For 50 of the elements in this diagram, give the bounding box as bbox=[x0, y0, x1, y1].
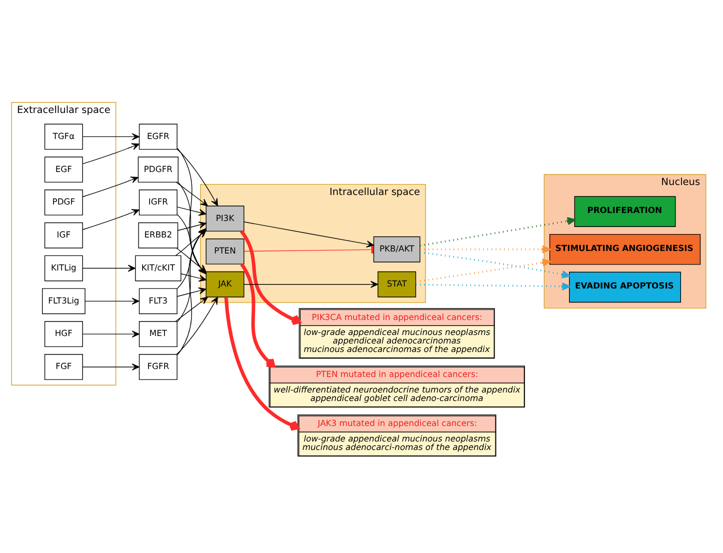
node-box: FGFR bbox=[138, 354, 178, 380]
arrow bbox=[176, 296, 218, 355]
node-box: TGFα bbox=[44, 124, 83, 150]
node-box: IGF bbox=[44, 222, 83, 248]
arrow bbox=[82, 209, 140, 230]
node-box: MET bbox=[138, 321, 178, 348]
arrow bbox=[240, 263, 276, 368]
node-box: IGFR bbox=[138, 190, 178, 216]
arrow bbox=[177, 222, 206, 231]
node-box: EVADING APOPTOSIS bbox=[569, 272, 681, 303]
node-box: KIT/cKIT bbox=[135, 255, 182, 282]
node-box: PI3K bbox=[206, 206, 244, 232]
node-box: FLT3 bbox=[138, 288, 178, 314]
node-box: STIMULATING ANGIOGENESIS bbox=[549, 234, 701, 265]
arrow bbox=[240, 230, 301, 326]
arrow bbox=[176, 148, 218, 206]
node-box: KITLig bbox=[44, 255, 83, 282]
node-box: PDGF bbox=[44, 190, 83, 216]
node-box: PKB/AKT bbox=[373, 236, 420, 262]
arrow bbox=[244, 222, 374, 248]
arrow bbox=[420, 217, 576, 246]
arrow bbox=[82, 176, 138, 198]
arrow bbox=[176, 182, 208, 206]
arrow bbox=[420, 245, 550, 254]
node-box: PDGFR bbox=[138, 156, 178, 183]
node-box: ERBB2 bbox=[138, 222, 178, 248]
arrow bbox=[176, 206, 206, 216]
node-box: HGF bbox=[44, 321, 83, 348]
arrow bbox=[416, 258, 551, 283]
arrow bbox=[176, 287, 206, 297]
arrow bbox=[175, 296, 208, 322]
node-box: EGF bbox=[44, 156, 83, 183]
arrow bbox=[82, 143, 140, 164]
arrow bbox=[84, 298, 140, 305]
arrow bbox=[224, 296, 300, 431]
node-box: STAT bbox=[378, 271, 416, 298]
node-box: PROLIFERATION bbox=[574, 196, 676, 227]
arrow bbox=[244, 280, 378, 288]
node-box: JAK bbox=[206, 271, 244, 298]
arrow bbox=[180, 273, 206, 282]
arrow bbox=[82, 330, 140, 338]
arrow bbox=[420, 251, 570, 278]
node-box: FLT3Lig bbox=[42, 288, 86, 314]
node-box: EGFR bbox=[138, 124, 178, 150]
arrow bbox=[82, 363, 140, 370]
node-box: FGF bbox=[44, 354, 83, 380]
arrow bbox=[416, 282, 570, 290]
arrow bbox=[82, 133, 140, 140]
arrow bbox=[82, 264, 136, 272]
node-box: PTEN bbox=[206, 238, 244, 264]
